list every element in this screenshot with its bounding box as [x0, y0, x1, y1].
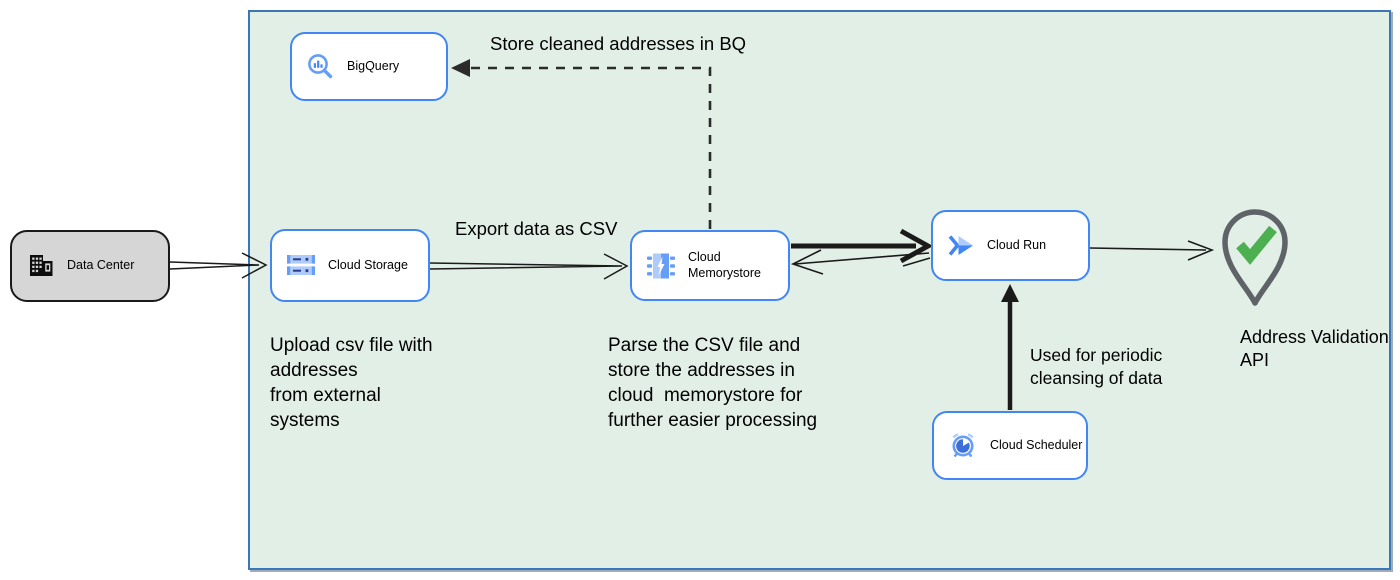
- node-label: Cloud Memorystore: [688, 249, 761, 280]
- node-label: Cloud Storage: [328, 257, 408, 272]
- node-cloud-storage[interactable]: Cloud Storage: [270, 229, 430, 302]
- annotation-store-bq: Store cleaned addresses in BQ: [490, 33, 747, 54]
- annotation-upload-note: Upload csv file with addresses from exte…: [270, 335, 433, 432]
- node-cloud-memorystore[interactable]: Cloud Memorystore: [630, 230, 790, 301]
- location-pin-check-icon: [1222, 209, 1288, 306]
- node-bigquery[interactable]: BigQuery: [290, 32, 448, 101]
- memorystore-chip-icon: [647, 253, 675, 278]
- node-cloud-scheduler[interactable]: Cloud Scheduler: [932, 411, 1088, 480]
- building-icon: [30, 255, 53, 276]
- node-cloud-run[interactable]: Cloud Run: [931, 210, 1090, 281]
- cloud-run-chevron-icon: [948, 235, 973, 256]
- cloud-storage-icon: [287, 255, 315, 275]
- bigquery-magnifier-icon: [308, 54, 333, 79]
- gcp-boundary-container: [248, 10, 1391, 570]
- node-label: BigQuery: [347, 58, 400, 73]
- address-validation-label: Address Validation API: [1240, 327, 1389, 371]
- annotation-periodic-note: Used for periodic cleansing of data: [1030, 345, 1163, 388]
- annotation-parse-note: Parse the CSV file and store the address…: [608, 335, 818, 432]
- node-address-validation[interactable]: [1221, 209, 1289, 314]
- node-label: Cloud Run: [987, 237, 1047, 252]
- node-data-center[interactable]: Data Center: [10, 230, 170, 302]
- node-label: Cloud Scheduler: [990, 437, 1083, 452]
- node-label: Data Center: [67, 258, 135, 273]
- annotation-export-csv: Export data as CSV: [455, 218, 618, 239]
- cloud-scheduler-clock-icon: [952, 432, 974, 457]
